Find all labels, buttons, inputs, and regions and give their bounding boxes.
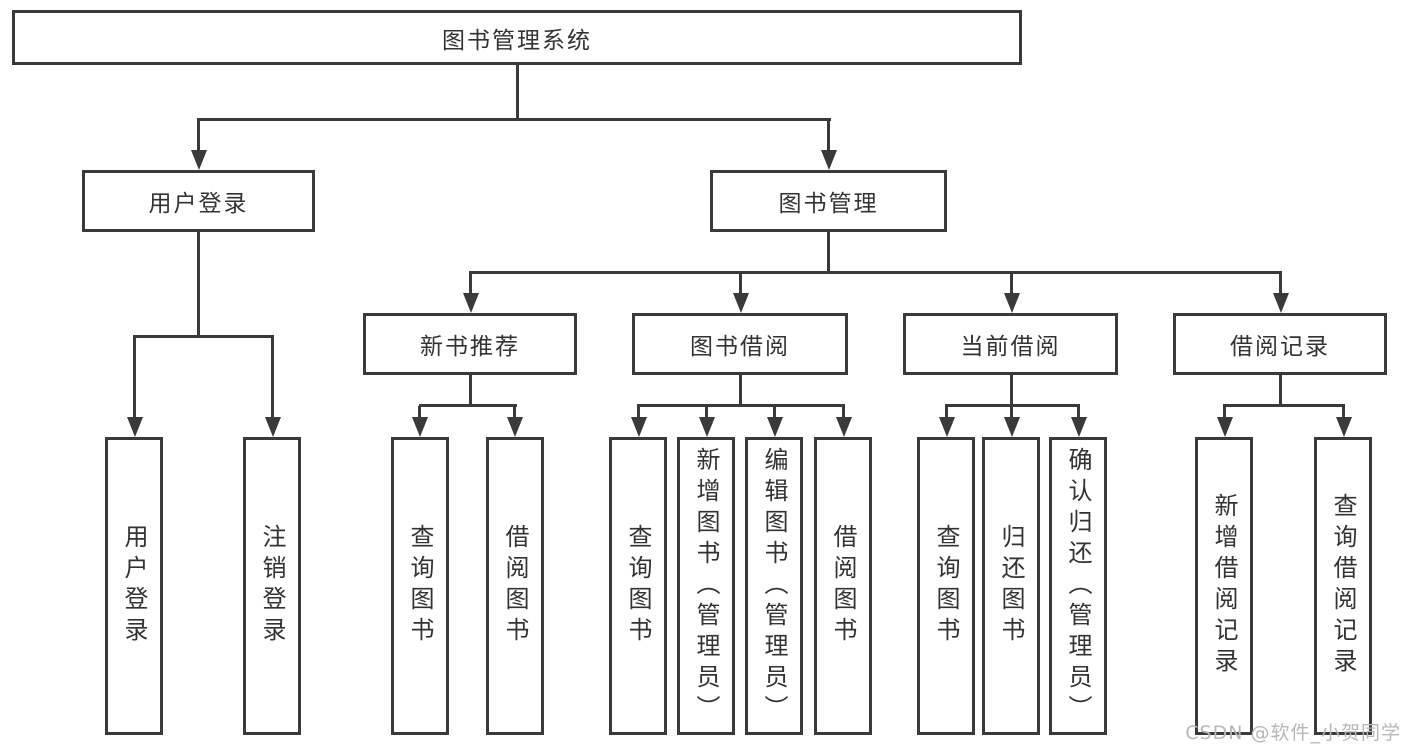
leaf-query-book-borrow: 查询图书 <box>609 437 667 735</box>
connector-line <box>197 118 831 121</box>
leaf-label: 注销登录 <box>258 524 286 648</box>
leaf-add-borrow-record: 新增借阅记录 <box>1195 437 1253 735</box>
node-user-login: 用户登录 <box>82 170 315 232</box>
arrow-down-icon <box>1077 406 1080 417</box>
leaf-add-book-admin: 新增图书（管理员） <box>677 437 735 735</box>
node-borrow-records: 借阅记录 <box>1173 313 1387 375</box>
connector-line <box>197 231 200 337</box>
leaf-label: 查询图书 <box>932 524 960 648</box>
leaf-label: 编辑图书（管理员） <box>760 446 788 726</box>
csdn-watermark: CSDN @软件_小贺同学 <box>1185 722 1401 744</box>
arrow-down-icon <box>513 406 516 417</box>
leaf-borrow-book-recommend: 借阅图书 <box>486 437 544 735</box>
leaf-confirm-return-admin: 确认归还（管理员） <box>1049 437 1107 735</box>
leaf-return-book: 归还图书 <box>982 437 1040 735</box>
node-book-management: 图书管理 <box>710 170 947 232</box>
connector-line <box>1010 374 1013 406</box>
arrow-down-icon <box>1342 406 1345 417</box>
leaf-query-book-recommend: 查询图书 <box>391 437 449 735</box>
node-library-system: 图书管理系统 <box>12 10 1022 65</box>
arrow-down-icon <box>271 337 274 417</box>
leaf-query-borrow-record: 查询借阅记录 <box>1314 437 1372 735</box>
node-current-borrow: 当前借阅 <box>903 313 1118 375</box>
arrow-down-icon <box>842 406 845 417</box>
connector-line <box>827 231 830 273</box>
leaf-label: 新增图书（管理员） <box>692 446 720 726</box>
arrow-down-icon <box>827 120 830 150</box>
arrow-down-icon <box>739 273 742 293</box>
arrow-down-icon <box>773 406 776 417</box>
connector-line <box>133 335 274 338</box>
connector-line <box>469 374 472 406</box>
connector-line <box>739 374 742 406</box>
node-book-borrow: 图书借阅 <box>632 313 848 375</box>
arrow-down-icon <box>1010 273 1013 293</box>
leaf-label: 新增借阅记录 <box>1210 493 1238 679</box>
node-new-book-recommend: 新书推荐 <box>363 313 577 375</box>
leaf-label: 查询图书 <box>624 524 652 648</box>
connector-line <box>637 404 845 407</box>
leaf-user-login: 用户登录 <box>105 437 163 735</box>
leaf-label: 借阅图书 <box>501 524 529 648</box>
leaf-edit-book-admin: 编辑图书（管理员） <box>745 437 803 735</box>
leaf-query-book-current: 查询图书 <box>917 437 975 735</box>
leaf-borrow-book: 借阅图书 <box>814 437 872 735</box>
leaf-label: 确认归还（管理员） <box>1064 446 1092 726</box>
connector-line <box>516 64 519 120</box>
leaf-label: 用户登录 <box>120 524 148 648</box>
connector-line <box>1279 374 1282 406</box>
leaf-label: 查询借阅记录 <box>1329 493 1357 679</box>
leaf-logout: 注销登录 <box>243 437 301 735</box>
arrow-down-icon <box>1010 406 1013 417</box>
arrow-down-icon <box>197 120 200 150</box>
arrow-down-icon <box>1279 273 1282 293</box>
arrow-down-icon <box>705 406 708 417</box>
connector-line <box>419 404 517 407</box>
arrow-down-icon <box>133 337 136 417</box>
leaf-label: 借阅图书 <box>829 524 857 648</box>
arrow-down-icon <box>469 273 472 293</box>
connector-line <box>1223 404 1345 407</box>
leaf-label: 归还图书 <box>997 524 1025 648</box>
arrow-down-icon <box>1223 406 1226 417</box>
connector-line <box>469 271 1282 274</box>
arrow-down-icon <box>945 406 948 417</box>
leaf-label: 查询图书 <box>406 524 434 648</box>
arrow-down-icon <box>418 406 421 417</box>
arrow-down-icon <box>637 406 640 417</box>
